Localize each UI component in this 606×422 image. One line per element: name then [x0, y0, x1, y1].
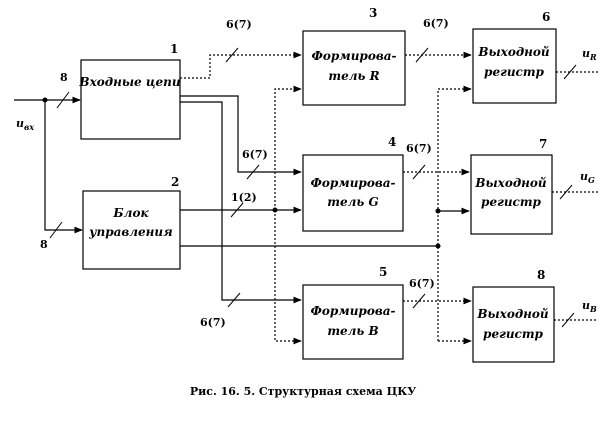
wire-input-to-former-r — [180, 51, 302, 79]
out-g-label-1: Выходной — [474, 176, 547, 190]
tick-r-out — [415, 47, 429, 63]
former-g-label-1: Формирова- — [311, 176, 396, 190]
wire-input-to-control — [44, 100, 83, 234]
out-r-label-2: регистр — [484, 65, 545, 79]
number-6: 6 — [542, 10, 550, 24]
number-1: 1 — [170, 42, 178, 56]
bus-to-b: 6(7) — [200, 316, 226, 329]
number-5: 5 — [379, 265, 387, 279]
bus-ctrl: 1(2) — [231, 191, 257, 204]
number-4: 4 — [388, 135, 396, 149]
tick-g-out — [412, 164, 426, 180]
number-3: 3 — [369, 6, 377, 20]
former-b-label-1: Формирова- — [311, 304, 396, 318]
out-g-label-2: регистр — [481, 195, 542, 209]
tick-b-out — [412, 293, 426, 309]
block-former-r — [302, 30, 406, 106]
bus-control-width: 8 — [40, 238, 48, 251]
former-b-label-2: тель B — [327, 324, 378, 338]
tick-to-r — [225, 47, 239, 63]
number-2: 2 — [171, 175, 179, 189]
block-former-g — [302, 154, 404, 232]
input-circuits-label: Входные цепи — [78, 75, 180, 89]
tick-control-in — [49, 221, 63, 239]
bus-g-out: 6(7) — [406, 142, 432, 155]
control-unit-label-2: управления — [88, 225, 172, 239]
out-b-label-2: регистр — [483, 327, 544, 341]
wire-ctrl-vertical — [437, 85, 472, 341]
bus-r-out: 6(7) — [423, 17, 449, 30]
bus-to-r: 6(7) — [226, 18, 252, 31]
tick-to-g — [246, 164, 260, 180]
wire-input-to-former-g — [180, 95, 302, 176]
tick-input — [56, 91, 70, 109]
signal-out-g: uG — [580, 170, 595, 185]
block-output-register-b — [472, 286, 555, 363]
block-control-unit — [82, 190, 181, 270]
bus-input-width: 8 — [60, 71, 68, 84]
out-b-label-1: Выходной — [476, 307, 549, 321]
number-7: 7 — [539, 137, 547, 151]
block-input-circuits — [80, 59, 181, 140]
junction-ctrl-long — [435, 243, 441, 249]
bus-b-out: 6(7) — [409, 277, 435, 290]
tick-out-r — [563, 64, 577, 80]
wire-ctrl-to-former-r — [274, 85, 302, 210]
bus-to-g: 6(7) — [242, 148, 268, 161]
tick-out-b — [561, 312, 575, 328]
control-unit-label-1: Блок — [112, 206, 149, 220]
former-r-label-2: тель R — [328, 69, 379, 83]
former-g-label-2: тель G — [327, 195, 378, 209]
block-output-register-r — [472, 28, 557, 104]
number-8: 8 — [537, 268, 545, 282]
tick-to-b — [227, 292, 241, 308]
signal-out-b: uB — [582, 299, 597, 314]
block-former-b — [302, 284, 404, 360]
figure-caption: Рис. 16. 5. Структурная схема ЦКУ — [190, 385, 416, 398]
wire-ctrl-to-former-b — [274, 210, 302, 345]
out-r-label-1: Выходной — [477, 45, 550, 59]
tick-ctrl — [230, 202, 244, 218]
block-output-register-g — [470, 154, 553, 235]
wire-input-to-former-b — [180, 101, 302, 304]
signal-input: uвх — [16, 117, 34, 132]
signal-out-r: uR — [582, 47, 597, 62]
tick-out-g — [559, 184, 573, 200]
former-r-label-1: Формирова- — [312, 49, 397, 63]
